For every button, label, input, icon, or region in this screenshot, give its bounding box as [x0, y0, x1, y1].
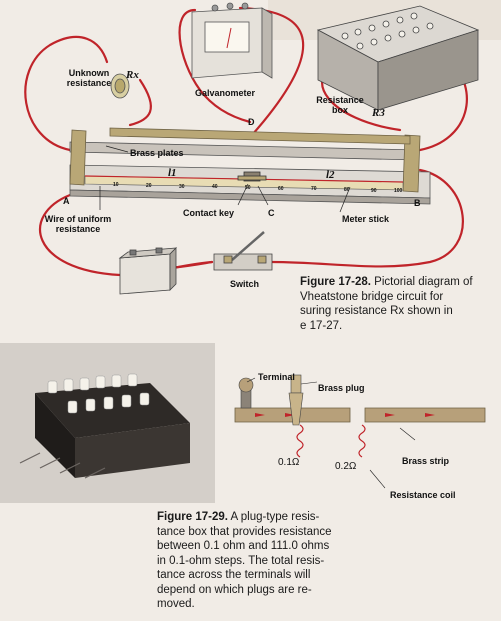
brass-plates: [69, 127, 421, 193]
tick-label: 20: [146, 183, 152, 189]
caption-line: A plug-type resis-: [227, 511, 320, 523]
caption-line: suring resistance Rx shown in: [300, 305, 453, 317]
switch-label: Switch: [230, 279, 260, 289]
plug-box-photo: [0, 343, 215, 503]
brass-strip-label: Brass strip: [402, 456, 450, 466]
resistance-coil-label: Resistance coil: [390, 490, 456, 500]
brass-plug-label: Brass plug: [318, 383, 365, 393]
wheatstone-bridge-diagram: [0, 0, 501, 300]
figure-17-29-caption: Figure 17-29. A plug-type resis- tance b…: [157, 510, 407, 612]
caption-line: tance box that provides resistance: [157, 525, 332, 538]
leader-lines: [99, 145, 351, 213]
tick-label: 90: [371, 188, 377, 194]
tick-label: 50: [245, 185, 251, 191]
caption-line: e 17-27.: [300, 319, 343, 332]
resistor-01-label: 0.1Ω: [278, 457, 300, 468]
galvanometer: [191, 2, 273, 79]
caption-line: Pictorial diagram of: [370, 276, 473, 288]
tick-label: 70: [311, 186, 317, 192]
tick-label: 80: [344, 187, 350, 193]
brass-strip: [234, 407, 486, 423]
tick-label: 10: [113, 182, 119, 188]
rx-label: Rx: [126, 69, 139, 81]
caption-line: Vheatstone bridge circuit for: [300, 290, 444, 303]
brass-plates-label: Brass plates: [130, 148, 184, 158]
caption-line: between 0.1 ohm and 111.0 ohms: [157, 540, 330, 552]
battery: [118, 247, 178, 295]
tick-label: 30: [179, 184, 185, 190]
plug-box-cross-section-diagram: [234, 374, 486, 489]
knife-switch: [213, 231, 273, 271]
meter-stick-label: Meter stick: [342, 214, 390, 224]
caption-line: moved.: [157, 598, 195, 610]
current-arrows: [255, 413, 435, 417]
resistance-box-label: Resistance box: [316, 95, 364, 115]
terminal: [238, 377, 254, 409]
unknown-resistor: [110, 73, 130, 99]
r3-label: R3: [372, 107, 385, 119]
unknown-resistance-label: Unknown resistance: [66, 68, 112, 88]
point-c-label: C: [268, 208, 275, 218]
galvanometer-label: Galvanometer: [195, 88, 256, 98]
resistor-02-label: 0.2Ω: [335, 461, 357, 472]
caption-number: Figure 17-29.: [157, 511, 228, 523]
caption-line: in 0.1-ohm steps. The total resis-: [157, 554, 325, 567]
contact-key-label: Contact key: [183, 208, 235, 218]
resistance-coils: [296, 424, 366, 458]
point-b-label: B: [414, 198, 421, 208]
terminal-label: Terminal: [258, 372, 295, 382]
tick-label: 100: [394, 188, 403, 194]
point-a-label: A: [63, 196, 70, 206]
figure-17-28-caption: Figure 17-28. Pictorial diagram of Vheat…: [300, 275, 500, 333]
uniform-wire-label: Wire of uniform resistance: [44, 214, 112, 234]
l2-label: l2: [326, 169, 335, 181]
tick-label: 60: [278, 186, 284, 192]
contact-key: [237, 171, 267, 182]
l1-label: l1: [168, 167, 177, 179]
tick-label: 40: [212, 184, 218, 190]
caption-number: Figure 17-28.: [300, 276, 371, 288]
point-d-label: D: [248, 117, 255, 127]
caption-line: depend on which plugs are re-: [157, 583, 312, 596]
resistance-box: [316, 5, 480, 111]
caption-line: tance across the terminals will: [157, 569, 311, 581]
